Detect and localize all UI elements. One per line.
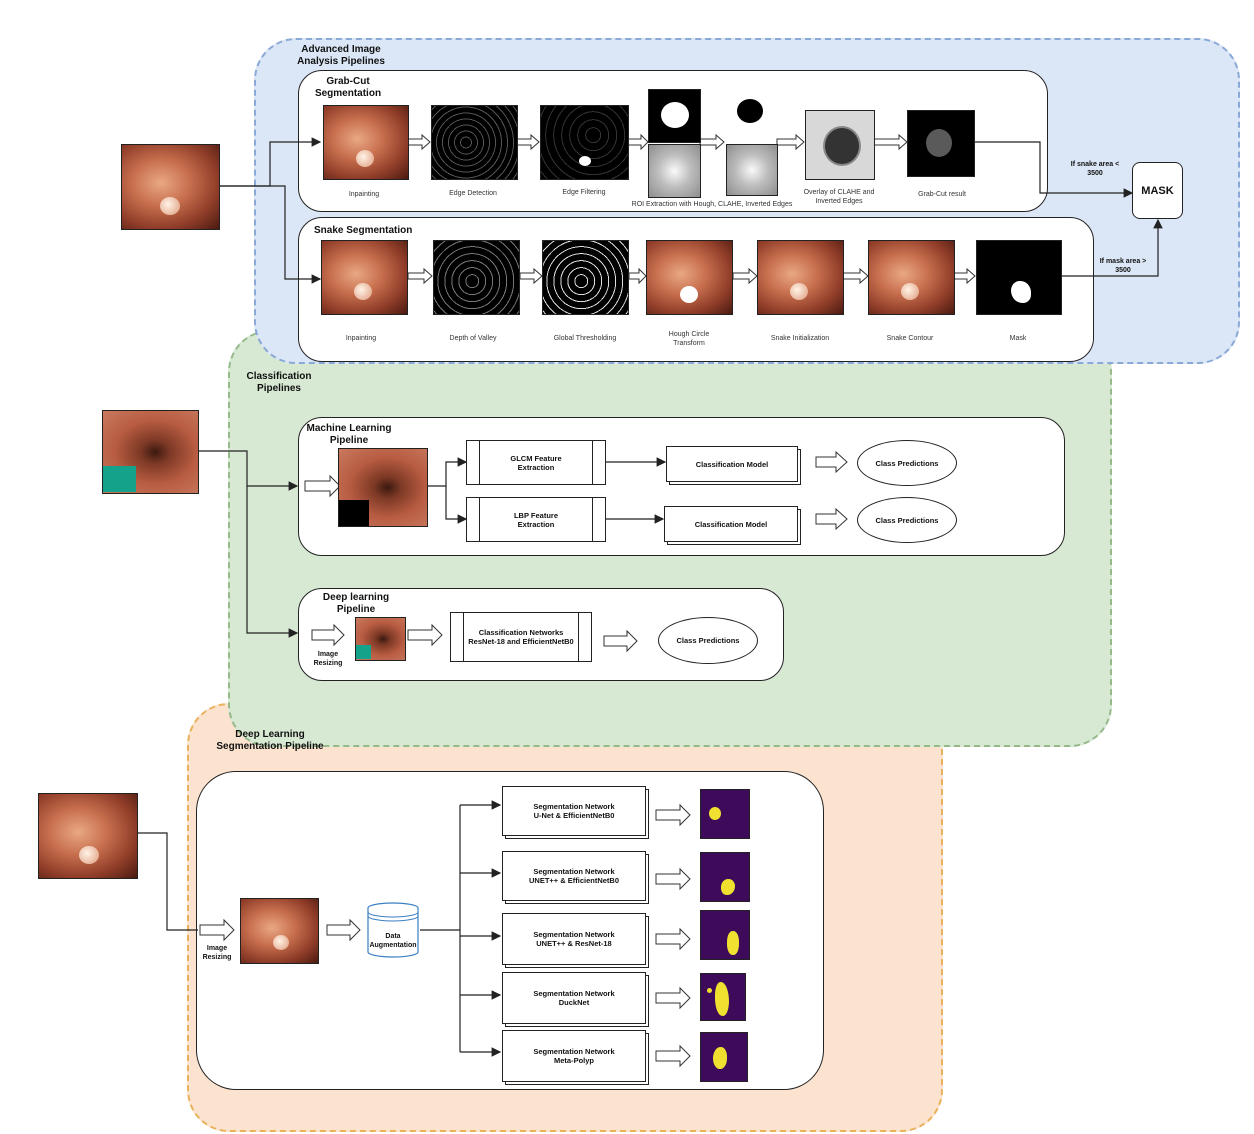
grabcut-condition-label: If snake area < 3500 [1070, 161, 1120, 177]
snake-caption-4: Hough Circle Transform [668, 331, 710, 347]
grabcut-overlay-image [805, 110, 875, 180]
classification-model-box-2: Classification Model [664, 506, 798, 542]
dl-class-input-image [355, 617, 406, 661]
seg-output-mask-2 [700, 852, 750, 902]
input-image-classification [102, 410, 199, 494]
snake-caption-7: Mask [1009, 335, 1027, 342]
snake-caption-6: Snake Contour [886, 335, 934, 342]
snake-inpainting-image [321, 240, 408, 315]
grabcut-roi-clahe-image [648, 144, 701, 198]
seg-output-mask-4 [700, 973, 746, 1021]
deep-seg-region-title: Deep Learning Segmentation Pipeline [216, 729, 324, 752]
snake-global-threshold-image [542, 240, 629, 315]
input-image-segmentation [38, 793, 138, 879]
seg-output-mask-1 [700, 789, 750, 839]
grabcut-caption-6: Grab-Cut result [918, 191, 966, 198]
dl-seg-resize-label: Image Resizing [202, 945, 232, 961]
input-image-advanced [121, 144, 220, 230]
class-predictions-ellipse-2: Class Predictions [857, 497, 957, 543]
grabcut-caption-1: Inpainting [348, 191, 380, 198]
lbp-feature-box: LBP Feature Extraction [466, 497, 606, 542]
snake-caption-5: Snake Initialization [770, 335, 830, 342]
seg-network-box-4: Segmentation Network DuckNet [502, 972, 646, 1024]
ml-title: Machine Learning Pipeline [306, 423, 392, 446]
snake-condition-label: If mask area > 3500 [1099, 258, 1147, 274]
snake-caption-2: Depth of Valley [449, 335, 497, 342]
classification-model-box-1: Classification Model [666, 446, 798, 482]
snake-hough-image [646, 240, 733, 315]
grabcut-caption-4: ROI Extraction with Hough, CLAHE, Invert… [631, 201, 793, 208]
grabcut-title: Grab-Cut Segmentation [314, 76, 382, 99]
class-predictions-ellipse-1: Class Predictions [857, 440, 957, 486]
seg-network-box-3: Segmentation Network UNET++ & ResNet-18 [502, 913, 646, 965]
grabcut-result-image [907, 110, 975, 177]
snake-init-image [757, 240, 844, 315]
grabcut-caption-3: Edge Filtering [562, 189, 606, 196]
classification-region-title: Classification Pipelines [246, 371, 312, 394]
grabcut-caption-2: Edge Detection [449, 190, 497, 197]
snake-contour-image [868, 240, 955, 315]
snake-caption-1: Inpainting [345, 335, 377, 342]
snake-title: Snake Segmentation [314, 225, 413, 236]
advanced-region-title: Advanced Image Analysis Pipelines [297, 44, 385, 67]
grabcut-roi-binary-image [648, 89, 701, 143]
seg-network-box-5: Segmentation Network Meta-Polyp [502, 1030, 646, 1082]
data-augmentation-cylinder [367, 902, 419, 958]
seg-network-box-1: Segmentation Network U-Net & EfficientNe… [502, 786, 646, 836]
grabcut-roi-hough-image [726, 144, 778, 196]
grabcut-edge-filtering-image [540, 105, 629, 180]
dl-class-predictions-ellipse: Class Predictions [658, 617, 758, 664]
snake-mask-image [976, 240, 1062, 315]
ml-input-image [338, 448, 428, 527]
grabcut-inpainting-image [323, 105, 409, 180]
dl-class-title: Deep learning Pipeline [322, 592, 390, 615]
seg-output-mask-3 [700, 910, 750, 960]
mask-output-box: MASK [1132, 162, 1183, 219]
dl-seg-resized-image [240, 898, 319, 964]
grabcut-roi-inverted-image [726, 89, 776, 141]
classification-networks-box: Classification Networks ResNet-18 and Ef… [450, 612, 592, 662]
snake-caption-3: Global Thresholding [553, 335, 617, 342]
data-augmentation-label: Data Augmentation [369, 933, 417, 949]
grabcut-caption-5: Overlay of CLAHE and Inverted Edges [803, 189, 875, 205]
glcm-feature-box: GLCM Feature Extraction [466, 440, 606, 485]
seg-output-mask-5 [700, 1032, 748, 1082]
snake-depth-of-valley-image [433, 240, 520, 315]
dl-class-resize-label: Image Resizing [313, 651, 343, 667]
seg-network-box-2: Segmentation Network UNET++ & EfficientN… [502, 851, 646, 901]
grabcut-edge-detection-image [431, 105, 518, 180]
